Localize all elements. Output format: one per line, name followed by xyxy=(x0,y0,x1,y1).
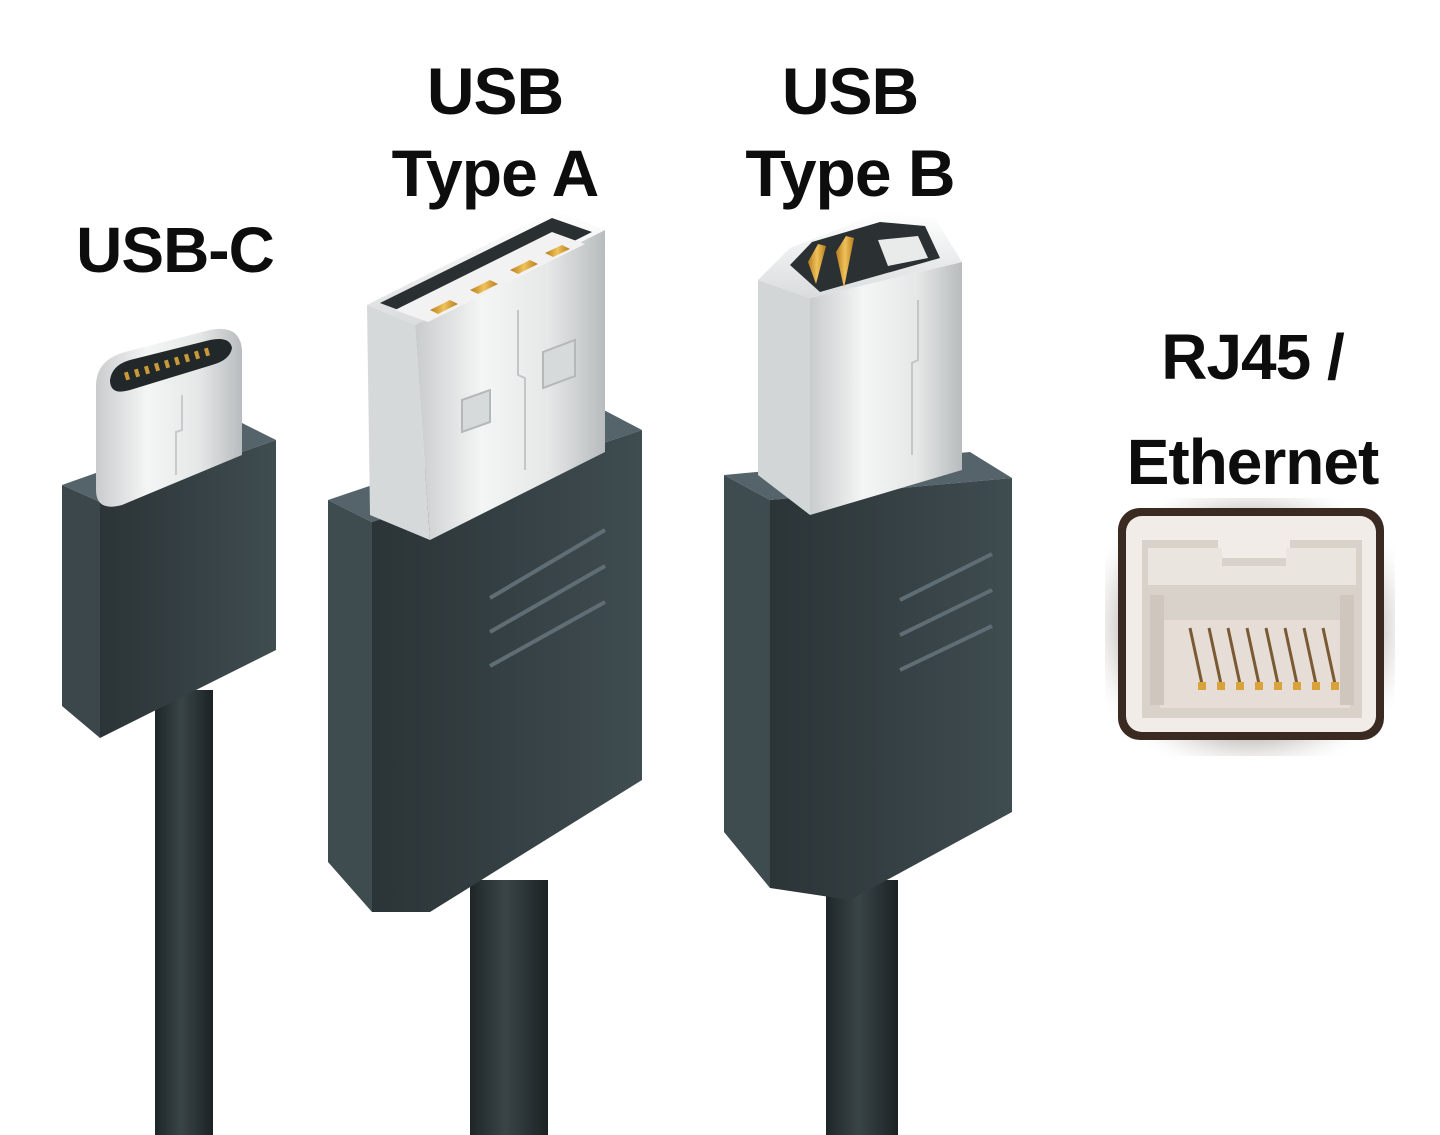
usb-c-housing-front xyxy=(62,485,100,738)
usb-c-housing-side xyxy=(100,440,276,738)
usb-b-plug-front xyxy=(758,280,810,515)
rj45-label-line-2: Ethernet xyxy=(1126,426,1380,498)
usb-c-seam xyxy=(175,395,183,475)
rj45-right-guide xyxy=(1340,595,1354,705)
usb-a-plug-side xyxy=(415,230,605,540)
usb-b-housing-front xyxy=(724,475,770,888)
usb-b-plug-side xyxy=(810,262,962,515)
rj45-left-guide xyxy=(1150,595,1164,705)
usb-type-b-label: USB Type B xyxy=(700,50,1000,214)
usb-b-grip-lines xyxy=(899,552,993,672)
rj45-contacts xyxy=(1188,627,1337,685)
usb-a-plug-front xyxy=(367,305,430,540)
usb-a-housing-front xyxy=(328,500,372,912)
usb-c-label-line-1: USB-C xyxy=(76,214,275,286)
rj45-port xyxy=(1105,498,1395,756)
usb-a-window-left xyxy=(461,388,491,434)
usb-b-cable xyxy=(826,880,898,1135)
rj45-contact-tips xyxy=(1198,682,1339,690)
usb-a-housing-side xyxy=(372,430,642,912)
usb-a-tongue xyxy=(395,232,585,322)
usb-a-cable xyxy=(470,880,548,1135)
usb-type-a-label: USB Type A xyxy=(330,50,660,214)
usb-c-cable xyxy=(155,690,213,1135)
usb-type-a-label-line-2: Type A xyxy=(391,136,600,210)
usb-a-grip-lines xyxy=(488,528,607,668)
usb-type-b-label-line-2: Type B xyxy=(745,136,955,210)
usb-type-b-label-line-1: USB xyxy=(781,54,919,128)
rj45-label-line-1: RJ45 / xyxy=(1161,321,1345,393)
usb-b-contacts xyxy=(808,236,854,288)
usb-a-contacts xyxy=(430,245,570,314)
usb-a-seam xyxy=(517,310,526,470)
usb-c-label: USB-C xyxy=(40,218,310,282)
usb-type-a-label-line-1: USB xyxy=(426,54,564,128)
usb-b-inner-block xyxy=(878,236,928,266)
usb-c-plug-opening xyxy=(110,339,232,392)
usb-c-connector xyxy=(62,328,276,1135)
rj45-ethernet-label: RJ45 / Ethernet xyxy=(1080,305,1425,515)
usb-a-window-right xyxy=(542,338,576,390)
rj45-cavity-top xyxy=(1148,548,1356,585)
usb-a-connector xyxy=(328,210,642,1135)
usb-b-housing-side xyxy=(770,478,1012,900)
usb-b-connector xyxy=(724,212,1012,1135)
usb-c-pins xyxy=(123,347,211,381)
usb-b-seam xyxy=(911,300,919,455)
